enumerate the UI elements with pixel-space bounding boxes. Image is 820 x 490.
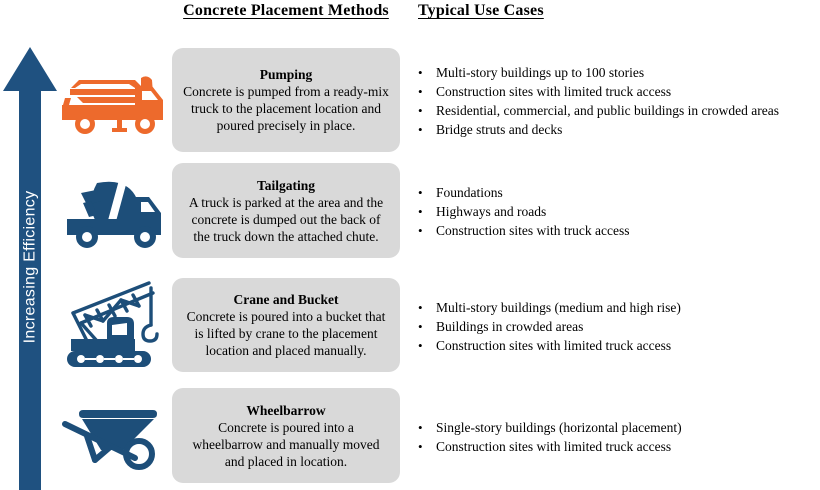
method-row: Crane and Bucket Concrete is poured into…	[0, 278, 820, 372]
use-case-text: Foundations	[436, 185, 503, 200]
use-case-text: Construction sites with truck access	[436, 223, 630, 238]
cement-mixer-truck-icon	[57, 163, 169, 258]
method-description: Concrete is poured into a bucket that is…	[186, 309, 386, 358]
method-row: Pumping Concrete is pumped from a ready-…	[0, 48, 820, 152]
column-header-methods: Concrete Placement Methods	[183, 2, 389, 19]
use-case-text: Single-story buildings (horizontal place…	[436, 419, 682, 435]
list-item: • Single-story buildings (horizontal pla…	[418, 418, 818, 437]
list-item: • Construction sites with limited truck …	[418, 437, 818, 456]
use-case-list: • Multi-story buildings (medium and high…	[418, 278, 818, 372]
bullet-glyph: •	[418, 122, 423, 137]
method-title: Crane and Bucket	[233, 292, 339, 307]
method-description: Concrete is pumped from a ready-mix truc…	[183, 84, 389, 133]
column-header-use-cases: Typical Use Cases	[418, 2, 544, 19]
use-case-list: • Single-story buildings (horizontal pla…	[418, 388, 818, 483]
list-item: • Foundations	[418, 183, 818, 202]
method-description: Concrete is poured into a wheelbarrow an…	[192, 419, 380, 469]
use-case-text: Residential, commercial, and public buil…	[436, 103, 780, 118]
crawler-crane-icon	[57, 278, 169, 372]
use-case-text: Bridge struts and decks	[436, 122, 563, 137]
concrete-pump-truck-icon	[57, 48, 169, 152]
bullet-glyph: •	[418, 103, 423, 118]
list-item: • Buildings in crowded areas	[418, 317, 818, 336]
bullet-glyph: •	[418, 223, 423, 238]
method-description-box: Pumping Concrete is pumped from a ready-…	[172, 48, 400, 152]
use-case-text: Multi-story buildings (medium and high r…	[436, 299, 681, 315]
bullet-glyph: •	[418, 299, 423, 315]
use-case-text: Construction sites with limited truck ac…	[436, 84, 672, 99]
method-description-box: Crane and Bucket Concrete is poured into…	[172, 278, 400, 372]
bullet-glyph: •	[418, 419, 423, 435]
bullet-glyph: •	[418, 185, 423, 200]
bullet-glyph: •	[418, 84, 423, 99]
use-case-list: • Multi-story buildings up to 100 storie…	[418, 48, 818, 152]
method-description-box: Tailgating A truck is parked at the area…	[172, 163, 400, 258]
increasing-efficiency-arrow	[0, 44, 60, 490]
method-title: Pumping	[259, 67, 313, 82]
bullet-glyph: •	[418, 438, 423, 454]
list-item: • Multi-story buildings up to 100 storie…	[418, 63, 818, 82]
use-case-text: Multi-story buildings up to 100 stories	[436, 65, 645, 80]
method-description: A truck is parked at the area and the co…	[188, 194, 384, 244]
wheelbarrow-icon	[57, 388, 169, 483]
use-case-text: Construction sites with limited truck ac…	[436, 337, 672, 353]
list-item: • Construction sites with truck access	[418, 221, 818, 240]
list-item: • Multi-story buildings (medium and high…	[418, 298, 818, 317]
list-item: • Construction sites with limited truck …	[418, 336, 818, 355]
list-item: • Construction sites with limited truck …	[418, 82, 818, 101]
method-row: Tailgating A truck is parked at the area…	[0, 163, 820, 258]
bullet-glyph: •	[418, 204, 423, 219]
up-arrow-icon	[3, 47, 57, 490]
use-case-text: Buildings in crowded areas	[436, 318, 584, 334]
use-case-text: Highways and roads	[436, 204, 547, 219]
bullet-glyph: •	[418, 65, 423, 80]
list-item: • Bridge struts and decks	[418, 120, 818, 139]
method-title: Tailgating	[256, 177, 316, 193]
method-title: Wheelbarrow	[246, 402, 326, 418]
bullet-glyph: •	[418, 318, 423, 334]
method-description-box: Wheelbarrow Concrete is poured into a wh…	[172, 388, 400, 483]
use-case-text: Construction sites with limited truck ac…	[436, 438, 672, 454]
method-row: Wheelbarrow Concrete is poured into a wh…	[0, 388, 820, 483]
use-case-list: • Foundations • Highways and roads • Con…	[418, 163, 818, 258]
bullet-glyph: •	[418, 337, 423, 353]
list-item: • Highways and roads	[418, 202, 818, 221]
list-item: • Residential, commercial, and public bu…	[418, 101, 818, 120]
